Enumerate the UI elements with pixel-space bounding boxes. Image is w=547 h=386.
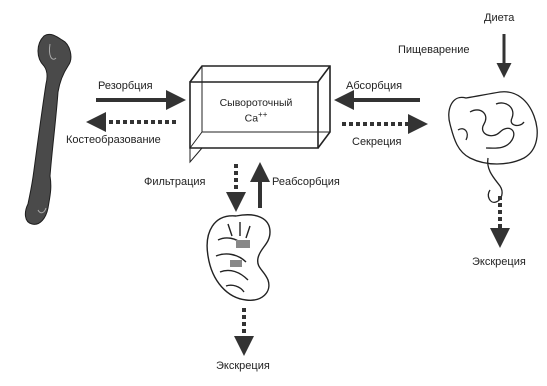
filtration-label: Фильтрация	[144, 176, 205, 188]
secretion-label: Секреция	[352, 136, 402, 148]
calcium-charge: ++	[258, 110, 267, 119]
calcium-label: Ca++	[200, 109, 312, 125]
digestion-label: Пищеварение	[398, 44, 470, 56]
calcium-symbol: Ca	[245, 113, 258, 125]
bone-icon	[25, 34, 71, 224]
reabsorption-label: Реабсорбция	[272, 176, 340, 188]
diet-label: Диета	[484, 12, 514, 24]
serum-calcium-label: Сывороточный Ca++	[200, 98, 312, 125]
absorption-label: Абсорбция	[346, 80, 402, 92]
bone-formation-label: Костеобразование	[66, 134, 161, 146]
serum-label: Сывороточный	[200, 98, 312, 109]
gut-excretion-label: Экскреция	[472, 256, 526, 268]
kidney-excretion-label: Экскреция	[216, 360, 270, 372]
resorption-label: Резорбция	[98, 80, 153, 92]
kidney-icon	[207, 215, 270, 300]
intestine-icon	[449, 92, 537, 203]
